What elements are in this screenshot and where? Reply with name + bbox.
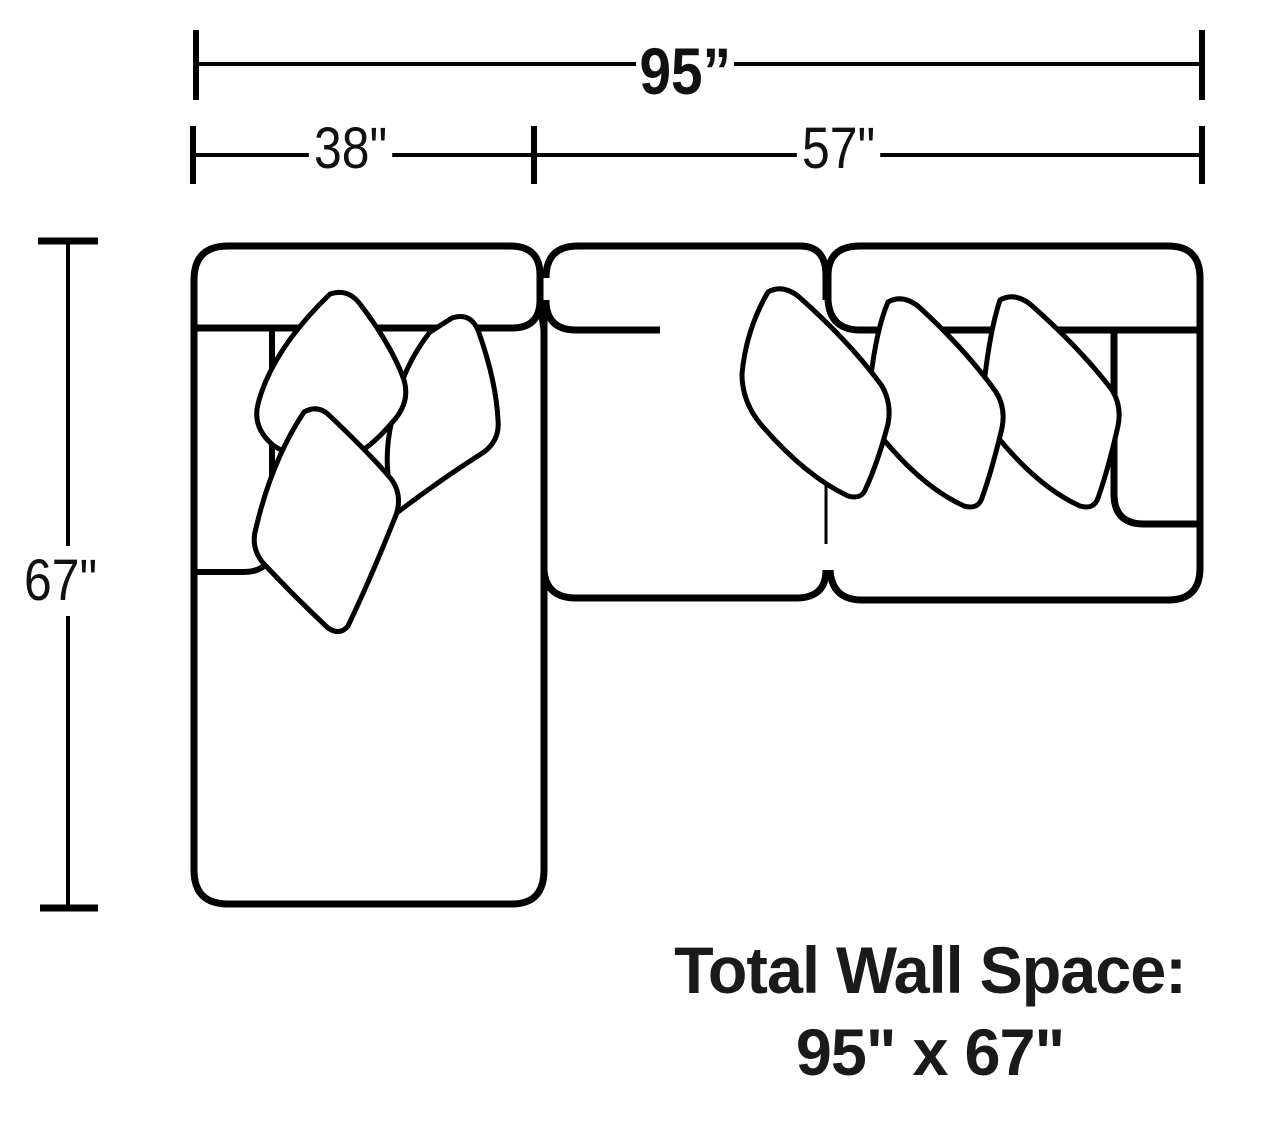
pillows-chaise [251,289,501,634]
total-wall-space-label: Total Wall Space: [674,933,1187,1007]
total-wall-space-value: 95" x 67" [795,1014,1065,1089]
pillows-loveseat [739,286,1122,510]
pillow-icon [739,286,892,500]
overall-width-label: 95” [636,38,735,104]
armless-seat-module [540,242,830,602]
depth-label: 67" [23,546,98,616]
right-section-width-label: 57" [796,120,881,178]
pillow-icon [251,406,401,634]
total-wall-space: Total Wall Space: 95" x 67" [600,930,1260,1094]
left-section-width-label: 38" [308,120,393,178]
